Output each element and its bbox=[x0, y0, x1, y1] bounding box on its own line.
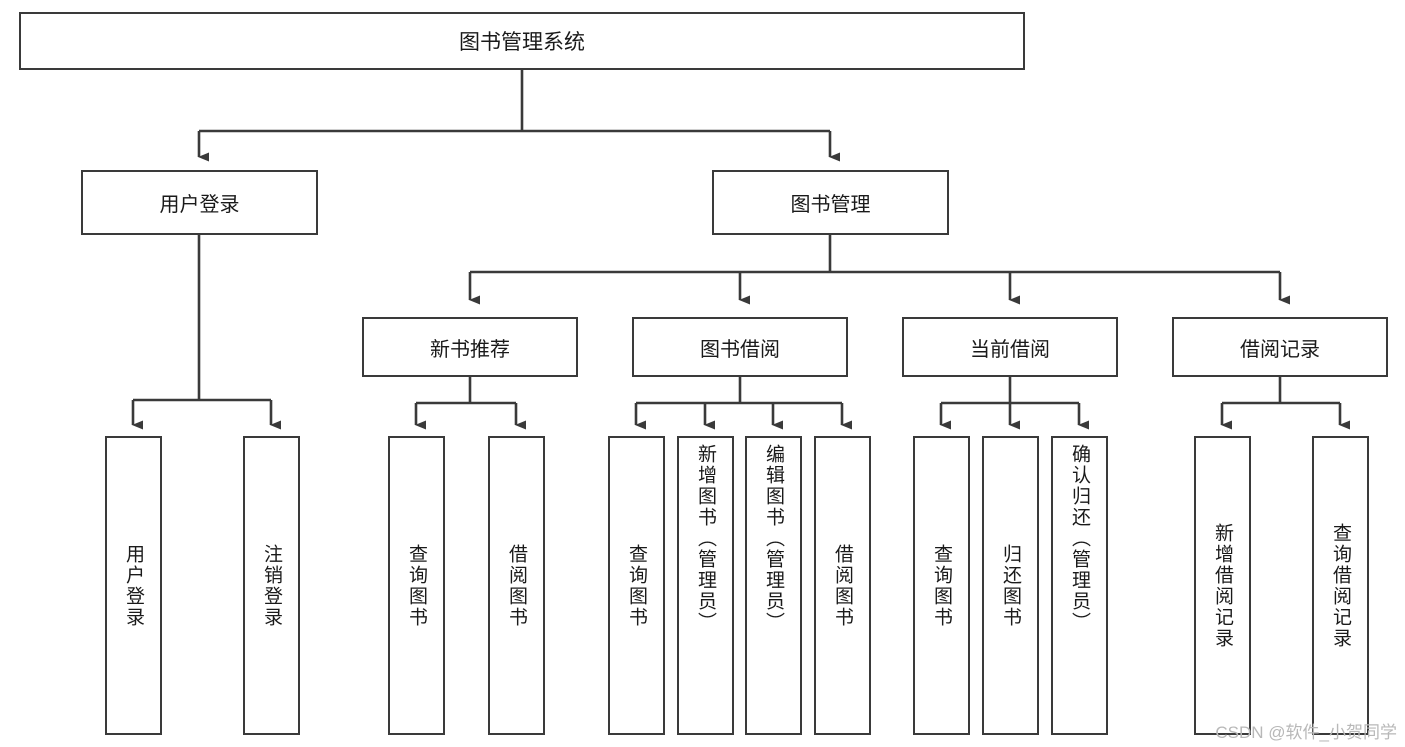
node-borrow-record[interactable]: 借阅记录 bbox=[1172, 317, 1388, 377]
leaf-borrow-query-book[interactable]: 查询图书 bbox=[608, 436, 665, 735]
node-label: 查询借阅记录 bbox=[1330, 522, 1351, 649]
node-label: 用户登录 bbox=[123, 543, 144, 628]
leaf-user-login-login[interactable]: 用户登录 bbox=[105, 436, 162, 735]
node-label: 用户登录 bbox=[159, 194, 240, 216]
node-user-login[interactable]: 用户登录 bbox=[81, 170, 318, 235]
node-label: 新增图书（管理员） bbox=[695, 444, 716, 633]
node-label: 新书推荐 bbox=[430, 338, 510, 361]
leaf-user-login-logout[interactable]: 注销登录 bbox=[243, 436, 300, 735]
node-label: 借阅图书 bbox=[832, 543, 853, 628]
watermark-text: CSDN @软件_小贺同学 bbox=[1215, 723, 1397, 742]
node-new-book-recommend[interactable]: 新书推荐 bbox=[362, 317, 578, 377]
node-label: 注销登录 bbox=[261, 543, 282, 628]
leaf-current-query-book[interactable]: 查询图书 bbox=[913, 436, 970, 735]
leaf-borrow-add-book-admin[interactable]: 新增图书（管理员） bbox=[677, 436, 734, 735]
leaf-borrow-borrow-book[interactable]: 借阅图书 bbox=[814, 436, 871, 735]
node-label: 图书借阅 bbox=[700, 338, 780, 361]
node-label: 借阅图书 bbox=[506, 543, 527, 628]
leaf-current-return-book[interactable]: 归还图书 bbox=[982, 436, 1039, 735]
node-book-management[interactable]: 图书管理 bbox=[712, 170, 949, 235]
node-label: 图书管理系统 bbox=[459, 31, 585, 54]
leaf-current-confirm-return-admin[interactable]: 确认归还（管理员） bbox=[1051, 436, 1108, 735]
leaf-new-book-query[interactable]: 查询图书 bbox=[388, 436, 445, 735]
node-label: 查询图书 bbox=[406, 543, 427, 628]
node-book-borrow[interactable]: 图书借阅 bbox=[632, 317, 848, 377]
node-label: 查询图书 bbox=[931, 543, 952, 628]
node-label: 新增借阅记录 bbox=[1212, 522, 1233, 649]
node-label: 编辑图书（管理员） bbox=[763, 444, 784, 633]
leaf-record-query-record[interactable]: 查询借阅记录 bbox=[1312, 436, 1369, 735]
node-label: 查询图书 bbox=[626, 543, 647, 628]
node-root-system[interactable]: 图书管理系统 bbox=[19, 12, 1025, 70]
leaf-borrow-edit-book-admin[interactable]: 编辑图书（管理员） bbox=[745, 436, 802, 735]
leaf-record-add-record[interactable]: 新增借阅记录 bbox=[1194, 436, 1251, 735]
leaf-new-book-borrow[interactable]: 借阅图书 bbox=[488, 436, 545, 735]
node-label: 当前借阅 bbox=[970, 338, 1050, 361]
node-current-borrow[interactable]: 当前借阅 bbox=[902, 317, 1118, 377]
node-label: 确认归还（管理员） bbox=[1069, 444, 1090, 633]
node-label: 图书管理 bbox=[790, 194, 871, 216]
node-label: 归还图书 bbox=[1000, 543, 1021, 628]
node-label: 借阅记录 bbox=[1240, 338, 1320, 361]
